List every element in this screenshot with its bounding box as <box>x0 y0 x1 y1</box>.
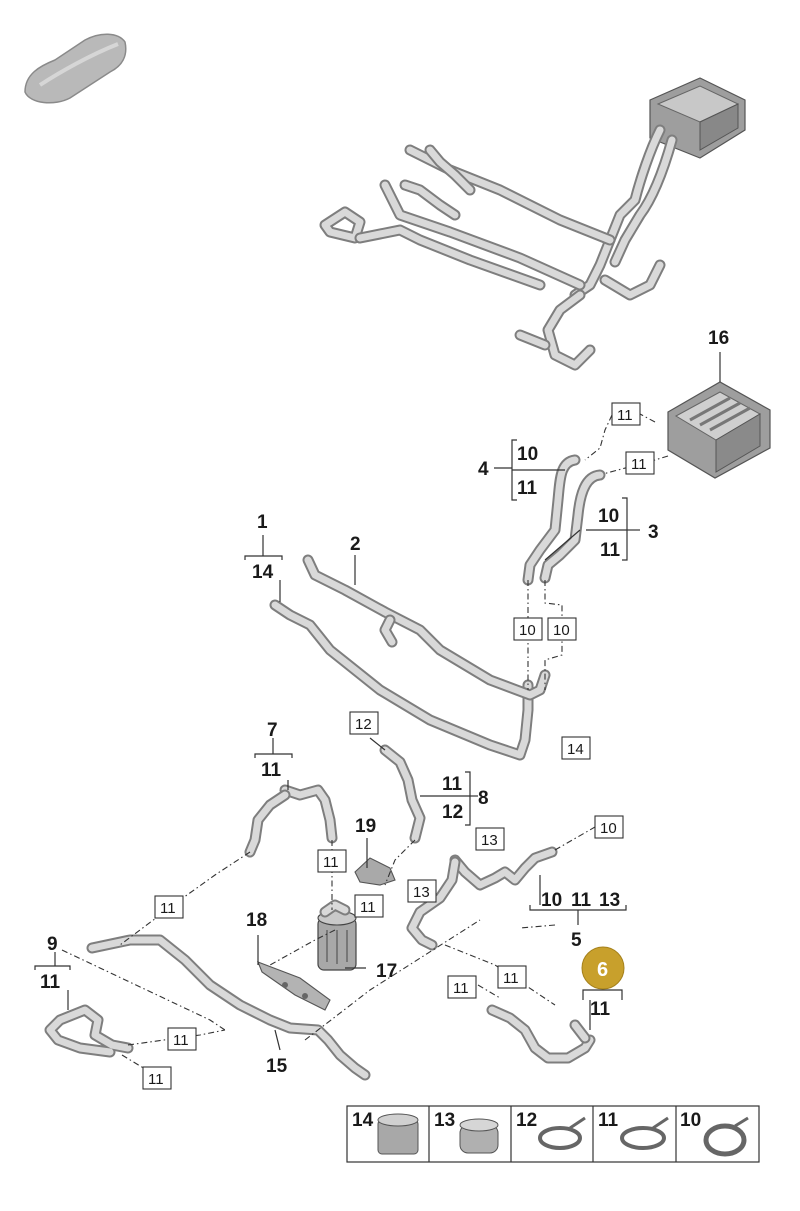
bracket-part-19[interactable] <box>354 857 396 886</box>
box-11-part19: 11 <box>360 899 376 916</box>
pipe-part-3[interactable] <box>539 469 606 584</box>
hose-part-9[interactable] <box>44 1004 134 1058</box>
sub-8-11: 11 <box>442 774 463 795</box>
box-14: 14 <box>567 741 584 758</box>
legend-cell-10: 10 <box>680 1110 749 1157</box>
callout-8: 8 <box>478 788 489 809</box>
sub-8-12: 12 <box>442 802 463 823</box>
callout-5: 5 <box>571 930 582 951</box>
overview-pipes <box>319 124 678 371</box>
legend-cell-12: 12 <box>516 1110 586 1150</box>
highlight-label: 6 <box>597 959 608 981</box>
callout-7: 7 <box>267 720 278 741</box>
sub-5-10: 10 <box>541 890 562 911</box>
sub-6-11: 11 <box>590 999 611 1020</box>
box-13-a: 13 <box>481 832 498 849</box>
box-11-part15b: 11 <box>148 1071 164 1088</box>
callout-3: 3 <box>648 522 659 543</box>
box-13-b: 13 <box>413 884 430 901</box>
sub-numbers: 10 11 10 11 14 11 11 12 10 11 13 11 11 <box>40 444 621 1020</box>
hose-sleeve-icon <box>459 1118 499 1154</box>
box-11-part7: 11 <box>323 854 339 871</box>
svg-text:13: 13 <box>434 1110 455 1131</box>
boxed-references: 11 11 10 10 14 12 10 13 13 11 11 11 11 1… <box>142 402 655 1090</box>
sub-5-13: 13 <box>599 890 620 911</box>
svg-text:11: 11 <box>598 1110 619 1131</box>
spring-clamp-icon <box>538 1116 586 1150</box>
callout-17: 17 <box>376 961 397 982</box>
hose-part-6[interactable] <box>486 1004 596 1064</box>
box-12: 12 <box>355 716 372 733</box>
callout-1: 1 <box>257 512 268 533</box>
legend-cell-14: 14 <box>352 1110 419 1155</box>
legend-table: 14 13 12 11 <box>346 1105 760 1163</box>
spring-clamp-icon <box>620 1116 669 1150</box>
assembly-overview <box>319 77 746 371</box>
svg-text:12: 12 <box>516 1110 537 1131</box>
callout-numbers: 16 4 3 1 2 7 8 19 5 18 17 9 15 <box>47 328 729 1077</box>
callout-9: 9 <box>47 934 58 955</box>
sub-4-11: 11 <box>517 478 538 499</box>
box-11-part9: 11 <box>160 900 176 917</box>
sub-5-11: 11 <box>571 890 592 911</box>
sub-7-11: 11 <box>261 760 282 781</box>
pump-part-17[interactable] <box>317 899 357 971</box>
legend-cell-13: 13 <box>434 1110 499 1154</box>
callout-19: 19 <box>355 816 376 837</box>
hose-part-5[interactable] <box>406 846 558 951</box>
highlighted-callout-6[interactable]: 6 <box>581 946 625 990</box>
overview-heat-exchanger <box>649 77 746 159</box>
box-10-right: 10 <box>553 622 570 639</box>
callout-15: 15 <box>266 1056 288 1077</box>
box-11-top: 11 <box>617 407 633 424</box>
sub-4-10: 10 <box>517 444 538 465</box>
box-10-left: 10 <box>519 622 536 639</box>
callout-18: 18 <box>246 910 267 931</box>
pipe-part-1[interactable] <box>269 599 534 761</box>
sub-1-14: 14 <box>252 562 274 583</box>
legend-cell-11: 11 <box>598 1110 669 1150</box>
hose-clip-icon <box>703 1116 749 1157</box>
heat-exchanger-part-16[interactable] <box>667 381 771 479</box>
hose-part-7[interactable] <box>244 784 338 858</box>
svg-text:10: 10 <box>680 1110 701 1131</box>
pipe-part-4[interactable] <box>522 454 581 586</box>
box-10-c5: 10 <box>600 820 617 837</box>
bracket-part-18[interactable] <box>257 961 331 1011</box>
callout-4: 4 <box>478 459 489 480</box>
callout-16: 16 <box>708 328 729 349</box>
sub-9-11: 11 <box>40 972 61 993</box>
pipe-part-2[interactable] <box>302 554 551 701</box>
assembly-lines <box>61 413 669 1073</box>
sub-3-10: 10 <box>598 506 619 527</box>
leader-lines <box>34 352 721 1051</box>
callout-2: 2 <box>350 534 361 555</box>
car-silhouette-icon <box>24 33 127 104</box>
pipe-part-15[interactable] <box>86 934 371 1081</box>
hose-sleeve-icon <box>377 1113 419 1155</box>
box-11-mid: 11 <box>503 970 519 987</box>
hose-part-8[interactable] <box>379 744 426 844</box>
sub-3-11: 11 <box>600 540 621 561</box>
svg-text:14: 14 <box>352 1110 374 1131</box>
box-11-right: 11 <box>631 456 647 473</box>
box-11-low: 11 <box>453 980 469 997</box>
box-11-part15a: 11 <box>173 1032 189 1049</box>
